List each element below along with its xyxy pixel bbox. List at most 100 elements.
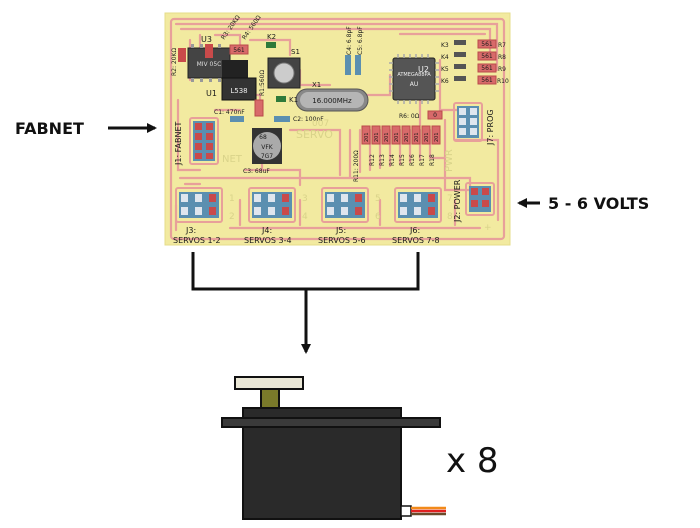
j7-prog-header [457,106,479,138]
r4-code: 561 [233,47,245,54]
resistor-codes: 561 561 561 561 561 0 201 201 201 201 20… [233,41,493,142]
servo-motor [221,376,446,520]
x1-crystal: 16.000MHz [295,88,369,112]
pin-num-5: 5 [375,194,381,204]
fabnet-label: FABNET [15,119,84,138]
j1-label: J1: FABNET [174,121,183,166]
crystal-marking: 16.000MHz [312,97,352,105]
r7-code: 561 [481,41,493,48]
j4-header [252,192,292,218]
silkscreen-labels: U3 U1 U2 R3: 20KΩ R4: 560Ω R2: 20KΩ R1:5… [171,14,509,245]
k3-label: K3 [441,42,449,49]
r6-code: 0 [433,112,437,119]
r9-code: 561 [481,65,493,72]
r14-code: 201 [394,132,400,142]
r17-code: 201 [424,132,430,142]
servos-1-2-label: SERVOS 1-2 [173,236,221,245]
r18-label: R18 [429,154,436,166]
net-mark: NET [222,154,243,165]
u1-label: U1 [206,89,217,98]
r17-label: R17 [419,154,426,166]
r15-label: R15 [399,154,406,166]
c3-marking-2: VFK [261,144,274,151]
version-mark: 007 [312,119,329,129]
k5-label: K5 [441,66,449,73]
plus-mark: + [484,223,492,233]
u1-regulator: L538 [221,60,257,101]
u3-marking: MIV 05C [197,61,222,68]
s1-label: S1 [291,48,300,56]
j5-label: J5: [335,226,346,235]
j2-label: J2: POWER [453,179,462,223]
pin-num-4: 4 [302,212,308,222]
j7-label: J7: PROG [486,109,495,146]
r12-code: 201 [374,132,380,142]
pin-num-2: 2 [229,212,235,222]
pcb-board: MIV 05C L538 ATMEGA88PA AU 16.000MHz [164,12,511,246]
pin-num-7: 7 [447,194,453,204]
k6-label: K6 [441,78,449,85]
r9-label: R9 [498,66,506,73]
servos-3-4-label: SERVOS 3-4 [244,236,292,245]
c4-label: C4: 6.8pF [346,26,353,55]
j6-header [398,192,438,218]
j2-power-header [469,186,491,212]
u2-microcontroller: ATMEGA88PA AU [389,54,439,104]
j3-header [179,192,219,218]
r2-label: R2: 20KΩ [171,48,178,76]
c2-label: C2: 100nF [293,116,324,123]
r13-code: 201 [384,132,390,142]
servo-bracket [191,252,420,291]
j3-label: J3: [185,226,196,235]
servo-shaft [260,388,280,410]
c1-label: C1: 470nF [214,109,245,116]
r8-code: 561 [481,53,493,60]
j6-label: J6: [409,226,420,235]
servo-mount-flange [221,417,441,428]
r12-label: R12 [369,154,376,166]
s1-button [267,57,301,89]
u2-marking-1: ATMEGA88PA [397,72,431,78]
servo-mark: SERVO [296,128,333,141]
c3-label: C3: 68uF [243,168,270,175]
c3-capacitor: 68 VFK 7G7 [252,128,282,164]
connector-outlines [175,102,495,223]
k1-label: K1 [289,96,298,104]
pin-num-1: 1 [229,194,235,204]
small-components [178,39,497,145]
j1-fabnet-header [193,121,215,161]
r18-code: 201 [434,132,440,142]
k2-label: K2 [267,33,276,41]
r10-code: 561 [481,77,493,84]
r7-label: R7 [498,42,506,49]
r15-code: 201 [404,132,410,142]
r13-label: R13 [379,154,386,166]
c5-label: C5: 6.8pF [357,26,364,55]
quantity-label: x 8 [446,441,499,481]
r1-label: R1:560Ω [259,70,266,96]
servo-body [242,426,402,520]
x1-label: X1 [312,81,321,89]
r14-label: R14 [389,154,396,166]
r8-label: R8 [498,54,506,61]
servo-horn [234,376,304,390]
c3-marking-3: 7G7 [261,153,273,160]
u1-marking: L538 [230,87,247,95]
pin-num-3: 3 [302,194,308,204]
r16-code: 201 [414,132,420,142]
r11-label: R11: 200Ω [353,150,360,182]
r11-code: 201 [364,132,370,142]
r10-label: R10 [497,78,509,85]
u2-marking-2: AU [410,81,419,88]
volts-label: 5 - 6 VOLTS [548,194,649,213]
pin-num-8: 8 [447,212,453,222]
servos-5-6-label: SERVOS 5-6 [318,236,366,245]
servos-7-8-label: SERVOS 7-8 [392,236,440,245]
j5-header [325,192,365,218]
u3-label: U3 [201,35,212,44]
k4-label: K4 [441,54,449,61]
u2-label: U2 [418,65,429,74]
r6-label: R6: 0Ω [399,113,420,120]
r16-label: R16 [409,154,416,166]
